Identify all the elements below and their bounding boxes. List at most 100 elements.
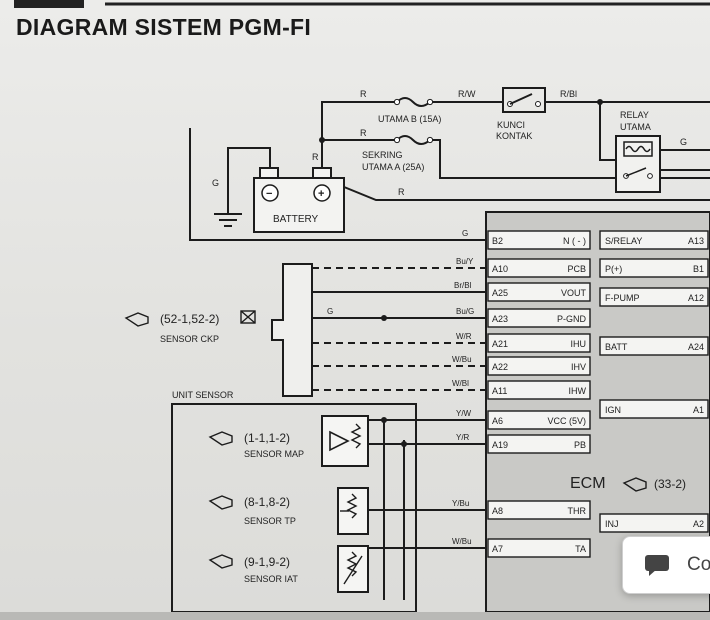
wire-color-label: W/Bu (452, 355, 472, 364)
junction-relay (597, 99, 603, 105)
ecm-right-pin: BATT A24 (599, 336, 709, 356)
unit-sensor-box (171, 403, 417, 612)
ecm-right-pin-number: A12 (688, 293, 704, 303)
wire-label-r2: R (360, 128, 367, 138)
header-block (14, 0, 84, 8)
wire-color-label: Bu/Y (456, 257, 474, 266)
switch-label-2: KONTAK (496, 131, 532, 141)
ecm-left-pin-name: TA (575, 544, 586, 554)
ecm-right-pin-name: INJ (605, 519, 619, 529)
ecm-left-pin-number: A21 (492, 339, 508, 349)
ckp-pickup-icon (271, 263, 313, 397)
wire-label-g-relay: G (680, 137, 687, 147)
tp-sensor-symbol (337, 487, 369, 535)
ecm-left-pin-number: A8 (492, 506, 503, 516)
wire-color-label: Br/Bl (454, 281, 472, 290)
fuse-icon (393, 97, 434, 107)
ecm-right-pin-number: A13 (688, 236, 704, 246)
ecm-left-pin-name: IHU (571, 339, 587, 349)
ecm-right-pin-number: A2 (693, 519, 704, 529)
diagram-title: DIAGRAM SISTEM PGM-FI (16, 14, 312, 40)
wire-g-b2 (189, 128, 486, 241)
map-sensor-symbol (321, 415, 369, 467)
ecm-right-pin-name: BATT (605, 342, 628, 352)
ecm-right-pin-number: A24 (688, 342, 704, 352)
ecm-right-pin: P(+)B1 (599, 258, 709, 278)
battery-minus: − (266, 188, 272, 200)
ecm-left-pin-number: A6 (492, 416, 503, 426)
junction-vcc (381, 417, 387, 423)
ecm-right-pin: IGN A1 (599, 399, 709, 419)
ecm-left-pin: A8 THR (487, 500, 591, 520)
wire-r-after-fuse-a (430, 139, 710, 179)
junction-fuse-a (319, 137, 325, 143)
ecm-left-pin-name: THR (568, 506, 587, 516)
ecm-right-pin: INJ A2 (599, 513, 709, 533)
iat-code: (9-1,9-2) (244, 555, 290, 569)
wire-lines (189, 101, 710, 600)
ecm-left-pin-name: PB (574, 440, 586, 450)
map-code: (1-1,1-2) (244, 431, 290, 445)
switch-label-1: KUNCI (497, 120, 525, 130)
signal-lines (312, 267, 486, 391)
ecm-left-pin-number: A25 (492, 288, 508, 298)
unit-sensor-title: UNIT SENSOR (172, 390, 234, 400)
ecm-left-pin-name: IHV (571, 362, 586, 372)
ecm-right-pin-name: P(+) (605, 264, 622, 274)
iat-sensor-symbol (337, 545, 369, 593)
wire-label-rbl: R/Bl (560, 89, 577, 99)
fuse-a-label-1: SEKRING (362, 150, 403, 160)
relay-label-1: RELAY (620, 110, 649, 120)
ecm-left-pin-name: N ( - ) (563, 236, 586, 246)
connector-crossed-icon (240, 310, 256, 324)
tp-label: SENSOR TP (244, 516, 296, 526)
ecm-left-pin-number: B2 (492, 236, 503, 246)
ecm-right-pin-name: S/RELAY (605, 236, 642, 246)
connector-icon (208, 431, 647, 569)
ecm-left-pin: A6 VCC (5V) (487, 410, 591, 430)
ground-symbol-left (214, 213, 242, 227)
wire-color-label: Y/Bu (452, 499, 469, 508)
wire-label-g-batt: G (212, 178, 219, 188)
wire-color-label: G (327, 307, 333, 316)
comment-button[interactable]: Co (622, 536, 710, 594)
ecm-left-pin-name: PCB (567, 264, 586, 274)
comment-button-label: Co (687, 554, 710, 575)
connector-icon (124, 312, 149, 327)
ecm-right-pin-number: A1 (693, 405, 704, 415)
ecm-left-pin-number: A7 (492, 544, 503, 554)
ecm-label: ECM (570, 475, 606, 492)
ecm-right-pin-name: IGN (605, 405, 621, 415)
wire-label-r1: R (360, 89, 367, 99)
ecm-left-pin-number: A19 (492, 440, 508, 450)
fuse-a-label-2: UTAMA A (25A) (362, 162, 424, 172)
wire-color-label: Y/W (456, 409, 472, 418)
wire-color-label: W/Bl (452, 379, 469, 388)
wire-color-label: W/Bu (452, 537, 472, 546)
switch-icon (502, 87, 546, 113)
relay-icon (615, 135, 661, 193)
iat-label: SENSOR IAT (244, 574, 298, 584)
ecm-right-pin-name: F-PUMP (605, 293, 640, 303)
fuse-b-label: UTAMA B (15A) (378, 114, 441, 124)
ecm-left-pin-number: A10 (492, 264, 508, 274)
wire-color-label: Bu/G (456, 307, 474, 316)
ecm-left-pin-name: P-GND (557, 314, 587, 324)
ecm-left-pin: B2 N ( - ) (487, 230, 591, 250)
wire-color-label: W/R (456, 332, 472, 341)
fuse-a-icon (393, 135, 434, 145)
ecm-left-pin: A22 IHV (487, 356, 591, 376)
comment-icon (645, 555, 669, 576)
ecm-left-pin-number: A11 (492, 386, 507, 396)
wire-batt-ground (227, 147, 271, 214)
wire-color-label: Y/R (456, 433, 470, 442)
ecm-left-pin-number: A22 (492, 362, 508, 372)
wire-label-rw: R/W (458, 89, 476, 99)
ecm-left-pin-name: VCC (5V) (547, 416, 586, 426)
